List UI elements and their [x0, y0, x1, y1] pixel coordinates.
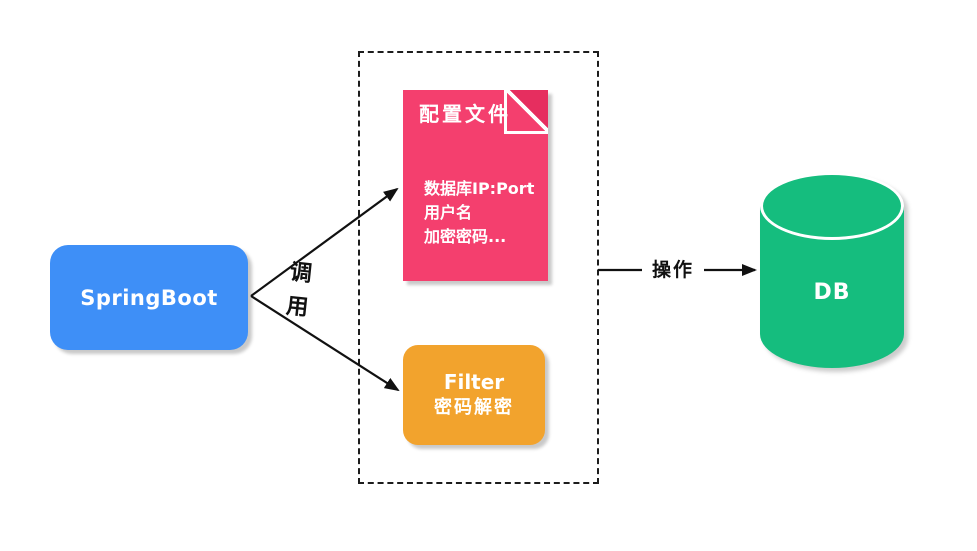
filter-node: Filter 密码解密: [403, 345, 545, 445]
config-file-body: 数据库IP:Port 用户名 加密密码...: [424, 177, 534, 249]
db-label: DB: [813, 280, 851, 305]
config-file-node: 配置文件 数据库IP:Port 用户名 加密密码...: [403, 90, 548, 281]
folded-corner-icon: [504, 90, 548, 134]
springboot-node: SpringBoot: [50, 245, 248, 350]
filter-label-en: Filter: [443, 370, 505, 394]
operate-edge-label: 操作: [642, 256, 704, 284]
invoke-edge-label: 调 用: [278, 255, 321, 326]
config-file-line: 加密密码...: [424, 227, 507, 246]
config-file-line: 数据库IP:Port: [424, 179, 535, 198]
db-cylinder-top: [760, 172, 904, 240]
invoke-edge-label-char: 调: [288, 260, 314, 288]
invoke-edge-label-char: 用: [285, 293, 310, 321]
config-file-title: 配置文件: [419, 102, 511, 126]
springboot-label: SpringBoot: [80, 285, 218, 310]
config-file-line: 用户名: [424, 203, 473, 222]
db-cylinder-node: DB: [760, 172, 904, 368]
filter-label-zh: 密码解密: [434, 397, 514, 418]
